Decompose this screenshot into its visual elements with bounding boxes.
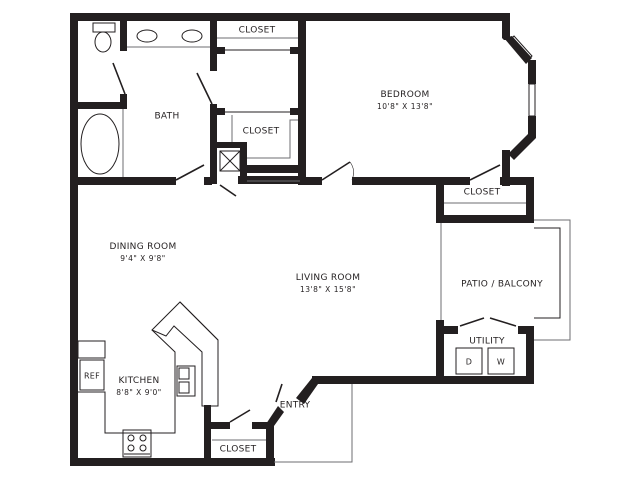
kitchen-counter [77, 301, 219, 434]
refrigerator-label: REF [83, 371, 101, 381]
washer [487, 347, 515, 375]
bathroom-sinks [136, 29, 203, 43]
kitchen-name: KITCHEN [118, 376, 160, 386]
exterior-walls [70, 13, 536, 466]
bathtub [80, 113, 120, 175]
living-name: LIVING ROOM [295, 273, 361, 283]
bedroom-name: BEDROOM [380, 90, 430, 100]
room-label-closet-top: CLOSET [238, 25, 276, 36]
room-label-bath: BATH [154, 111, 180, 122]
dryer [455, 347, 483, 375]
hvac-chase [219, 150, 241, 172]
dining-name: DINING ROOM [109, 242, 177, 252]
room-label-dining: DINING ROOM 9'4" X 9'8" [109, 242, 176, 264]
toilet [92, 22, 116, 53]
dryer-label: D [465, 357, 473, 367]
washer-label: W [496, 357, 506, 367]
room-label-kitchen: KITCHEN 8'8" X 9'0" [116, 376, 162, 398]
doors [112, 62, 517, 423]
room-label-closet-mid: CLOSET [242, 126, 280, 137]
room-label-closet-bedroom: CLOSET [463, 187, 501, 198]
kitchen-dimensions: 8'8" X 9'0" [116, 388, 162, 397]
kitchen-sink [176, 365, 196, 397]
room-label-living: LIVING ROOM 13'8" X 15'8" [296, 273, 361, 295]
room-label-utility: UTILITY [469, 336, 505, 347]
bedroom-window [509, 35, 536, 159]
stove [122, 429, 152, 458]
bath-walls [70, 13, 306, 184]
room-label-closet-entry: CLOSET [219, 444, 257, 455]
dining-dimensions: 9'4" X 9'8" [120, 254, 166, 263]
bedroom-dimensions: 10'8" X 13'8" [376, 102, 434, 111]
room-label-entry: ENTRY [279, 400, 311, 411]
living-dimensions: 13'8" X 15'8" [299, 285, 357, 294]
room-label-patio: PATIO / BALCONY [461, 279, 543, 290]
fixture-lines [122, 37, 571, 466]
room-label-bedroom: BEDROOM 10'8" X 13'8" [377, 90, 433, 112]
refrigerator [79, 359, 105, 391]
